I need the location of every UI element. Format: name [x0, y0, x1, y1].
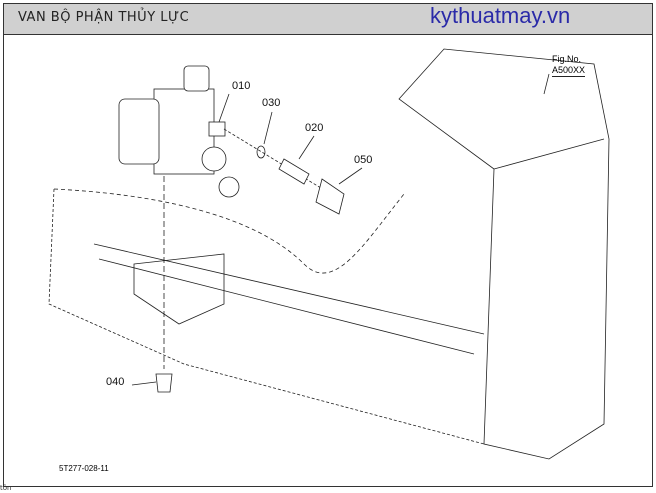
page-title: VAN BỘ PHẬN THỦY LỰC [18, 10, 190, 25]
fig-number: A500XX [552, 65, 586, 77]
diagram-frame: VAN BỘ PHẬN THỦY LỰC 010 030 020 050 040… [3, 3, 653, 487]
valve-block [118, 65, 240, 198]
fitting-020 [278, 158, 310, 185]
figure-number: Fig.No. A500XX [552, 54, 586, 77]
part-label-050[interactable]: 050 [354, 154, 373, 166]
plug-040 [155, 373, 173, 393]
frame-panel [398, 48, 610, 460]
bracket [133, 253, 225, 325]
parts-diagram [48, 48, 610, 460]
o-ring-030 [256, 145, 266, 159]
footer-text: tôn [0, 484, 12, 492]
watermark: kythuatmay.vn [430, 3, 571, 28]
fig-label: Fig.No. [552, 54, 582, 64]
part-label-040[interactable]: 040 [106, 376, 125, 388]
drawing-code: 5T277-028-11 [59, 464, 109, 473]
title-bar: VAN BỘ PHẬN THỦY LỰC [4, 4, 652, 35]
fitting-050 [315, 178, 345, 215]
part-label-030[interactable]: 030 [262, 97, 281, 109]
part-label-020[interactable]: 020 [305, 122, 324, 134]
part-label-010[interactable]: 010 [232, 80, 251, 92]
